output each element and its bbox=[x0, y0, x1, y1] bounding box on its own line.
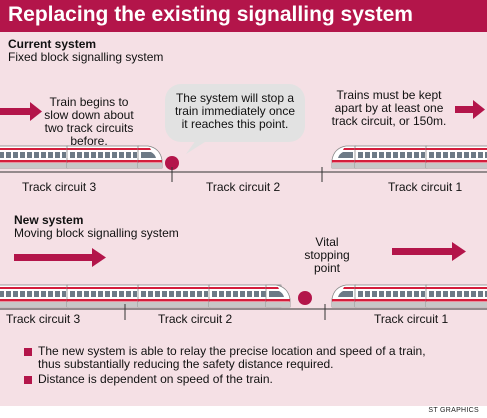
train-right-current bbox=[331, 145, 487, 169]
vital-line: point bbox=[313, 261, 341, 275]
train-right-new bbox=[331, 284, 487, 308]
bubble-tail bbox=[186, 140, 208, 154]
legend-line: Distance is dependent on speed of the tr… bbox=[38, 372, 273, 386]
left-arrow-new bbox=[14, 248, 106, 267]
note-line: before. bbox=[70, 134, 108, 148]
left-arrow-current bbox=[0, 102, 42, 121]
bubble-line: it reaches this point. bbox=[181, 117, 289, 131]
new-track-circuit-3-label: Track circuit 3 bbox=[6, 312, 81, 326]
new-system-subheading: Moving block signalling system bbox=[14, 226, 179, 240]
legend-bullet bbox=[24, 376, 32, 384]
train-left-new bbox=[0, 284, 291, 308]
note-line: two track circuits bbox=[44, 121, 134, 135]
vital-line: Vital bbox=[315, 235, 339, 249]
track-circuit-2-label: Track circuit 2 bbox=[206, 180, 281, 194]
note-line: slow down about bbox=[44, 108, 134, 122]
track-circuit-1-label: Track circuit 1 bbox=[388, 180, 463, 194]
new-track-circuit-2-label: Track circuit 2 bbox=[158, 312, 233, 326]
note-line: apart by at least one bbox=[334, 101, 444, 115]
page-title: Replacing the existing signalling system bbox=[8, 3, 413, 26]
bubble-line: The system will stop a bbox=[175, 91, 295, 105]
legend-line: The new system is able to relay the prec… bbox=[38, 344, 426, 358]
current-system-heading: Current system bbox=[8, 37, 97, 51]
new-track-circuit-1-label: Track circuit 1 bbox=[374, 312, 449, 326]
legend-line: thus substantially reducing the safety d… bbox=[38, 357, 334, 371]
vital-stopping-point-marker bbox=[298, 291, 312, 305]
vital-line: stopping bbox=[304, 248, 350, 262]
track-circuit-3-label: Track circuit 3 bbox=[22, 180, 97, 194]
slow-down-note: Train begins to slow down about two trac… bbox=[42, 96, 136, 148]
note-line: Train begins to bbox=[49, 95, 129, 109]
right-arrow-new bbox=[392, 242, 466, 261]
bubble-line: train immediately once bbox=[174, 104, 296, 118]
right-arrow-current bbox=[455, 100, 485, 119]
legend-bullet bbox=[24, 348, 32, 356]
note-line: track circuit, or 150m. bbox=[331, 114, 447, 128]
train-left-current bbox=[0, 145, 163, 169]
track-line-new bbox=[0, 304, 487, 320]
graphics-credit: ST GRAPHICS bbox=[428, 407, 479, 414]
separation-note: Trains must be kept apart by at least on… bbox=[322, 89, 456, 128]
current-system-subheading: Fixed block signalling system bbox=[8, 50, 164, 64]
title-bar bbox=[0, 0, 487, 32]
stop-bubble-text: The system will stop a train immediately… bbox=[165, 92, 305, 131]
vital-stopping-label: Vital stopping point bbox=[295, 236, 359, 275]
track-line-current bbox=[0, 167, 487, 182]
note-line: Trains must be kept bbox=[336, 88, 442, 102]
stop-speech-bubble bbox=[165, 84, 305, 142]
stop-point-marker bbox=[165, 156, 179, 170]
new-system-heading: New system bbox=[14, 213, 84, 227]
